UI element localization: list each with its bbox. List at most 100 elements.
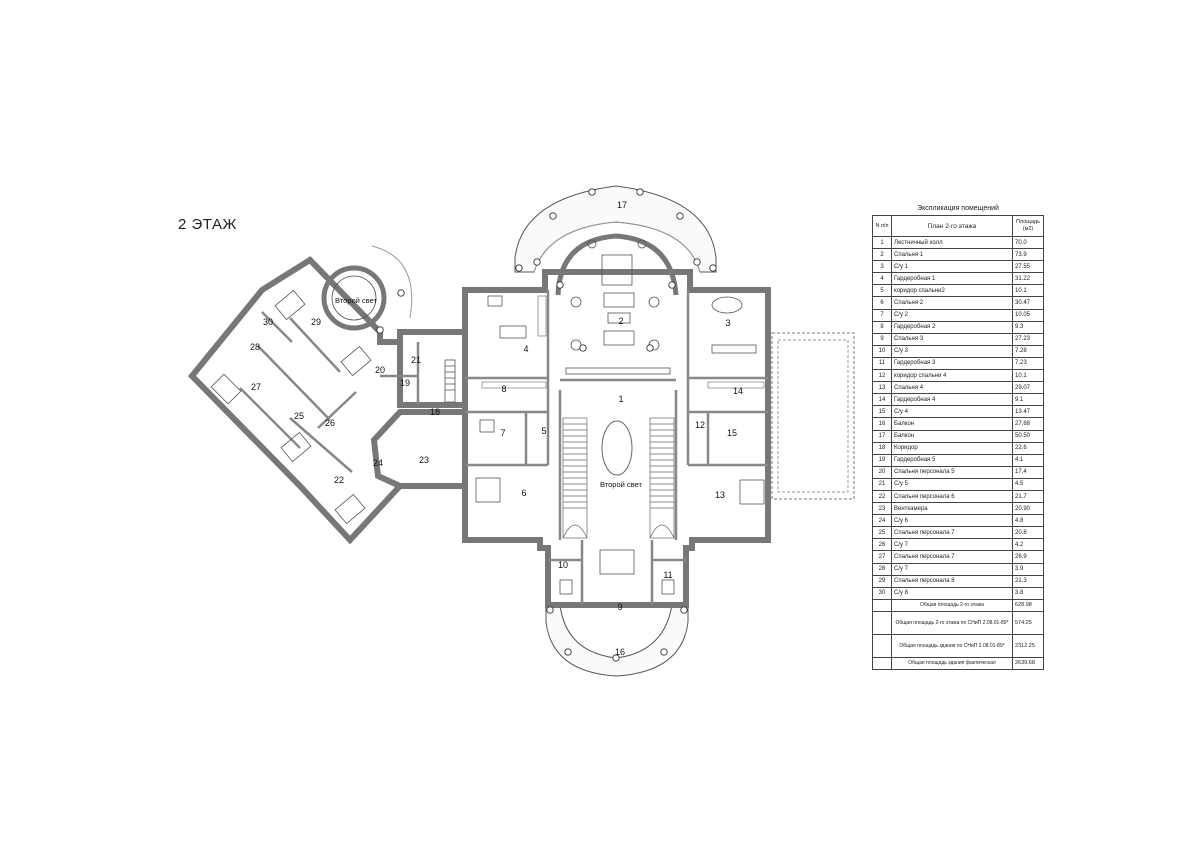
- row-number: 2: [872, 248, 892, 262]
- bedroom-2-furniture: [565, 239, 671, 375]
- room-number: 26: [325, 418, 335, 428]
- room-number: 1: [618, 394, 623, 404]
- row-name: Балкон: [891, 429, 1013, 443]
- room-number: 12: [695, 420, 705, 430]
- row-number: 10: [872, 344, 892, 358]
- row-number: 9: [872, 332, 892, 346]
- schedule-total-row: Общая площадь 2-го этажа по СНиП 2.08.01…: [872, 610, 1044, 635]
- room-number: 2: [618, 316, 623, 326]
- total-area: 2312.25: [1012, 633, 1044, 658]
- row-area: 3.9: [1012, 562, 1044, 576]
- double-height-label-west: Второй свет: [335, 296, 377, 305]
- row-number: 12: [872, 369, 892, 383]
- row-number: 20: [872, 465, 892, 479]
- total-blank: [872, 598, 892, 612]
- row-area: 27.55: [1012, 260, 1044, 274]
- row-area: 20.90: [1012, 502, 1044, 516]
- column: [646, 344, 654, 352]
- column: [546, 606, 554, 614]
- row-number: 18: [872, 441, 892, 455]
- row-area: 13.47: [1012, 405, 1044, 419]
- row-name: Спальня персонала 7: [891, 526, 1013, 540]
- room-number: 10: [558, 560, 568, 570]
- row-name: Спальня персонала 8: [891, 574, 1013, 588]
- total-blank: [872, 656, 892, 671]
- schedule-header-row: N п/п План 2-го этажа Площадь (м2): [872, 215, 1044, 237]
- column: [680, 606, 688, 614]
- row-number: 27: [872, 550, 892, 564]
- column: [579, 344, 587, 352]
- row-name: Спальня персонала 5: [891, 465, 1013, 479]
- row-number: 7: [872, 308, 892, 322]
- room-schedule: Экспликация помещений N п/п План 2-го эт…: [872, 203, 1044, 671]
- west-wing-walls: [187, 256, 465, 545]
- room-number: 14: [733, 386, 743, 396]
- schedule-caption: Экспликация помещений: [917, 205, 999, 212]
- total-blank: [872, 610, 892, 635]
- row-name: Гардеробная 1: [891, 272, 1013, 286]
- row-area: 20.8: [1012, 526, 1044, 540]
- row-area: 27.23: [1012, 332, 1044, 346]
- main-building-walls: [462, 269, 771, 608]
- header-no: N п/п: [872, 215, 892, 237]
- room-number: 6: [521, 488, 526, 498]
- room-number: 30: [263, 317, 273, 327]
- room-number: 18: [430, 407, 440, 417]
- row-name: С/у 2: [891, 308, 1013, 322]
- row-area: 70.0: [1012, 235, 1044, 250]
- room-number: 23: [419, 455, 429, 465]
- staircases: [562, 417, 675, 539]
- total-name: Общая площадь здания по СНиП 2.08.01-89*: [891, 633, 1013, 658]
- column: [636, 188, 644, 196]
- row-area: 73.9: [1012, 248, 1044, 262]
- column: [556, 281, 564, 289]
- room-number: 3: [725, 318, 730, 328]
- column: [676, 212, 684, 220]
- row-area: 4.2: [1012, 538, 1044, 552]
- room-number: 16: [615, 647, 625, 657]
- row-number: 5: [872, 284, 892, 298]
- row-area: 31.22: [1012, 272, 1044, 286]
- room-number: 28: [250, 342, 260, 352]
- row-number: 15: [872, 405, 892, 419]
- column: [660, 648, 668, 656]
- room-number: 4: [523, 344, 528, 354]
- row-area: 22.6: [1012, 441, 1044, 455]
- row-name: С/у 7: [891, 562, 1013, 576]
- row-name: Гардеробная 5: [891, 453, 1013, 467]
- east-terrace: [771, 332, 855, 500]
- row-number: 17: [872, 429, 892, 443]
- room-number: 22: [334, 475, 344, 485]
- row-number: 8: [872, 320, 892, 334]
- row-number: 24: [872, 514, 892, 528]
- schedule-total-row: Общая площадь здания по СНиП 2.08.01-89*…: [872, 633, 1044, 658]
- room-number: 19: [400, 378, 410, 388]
- row-name: Спальня 3: [891, 332, 1013, 346]
- row-number: 13: [872, 381, 892, 395]
- room-number: 15: [727, 428, 737, 438]
- room-number: 7: [500, 428, 505, 438]
- row-name: Спальня персонала 6: [891, 489, 1013, 504]
- room-number: 27: [251, 382, 261, 392]
- row-area: 26.9: [1012, 550, 1044, 564]
- row-name: Спальня персонала 7: [891, 550, 1013, 564]
